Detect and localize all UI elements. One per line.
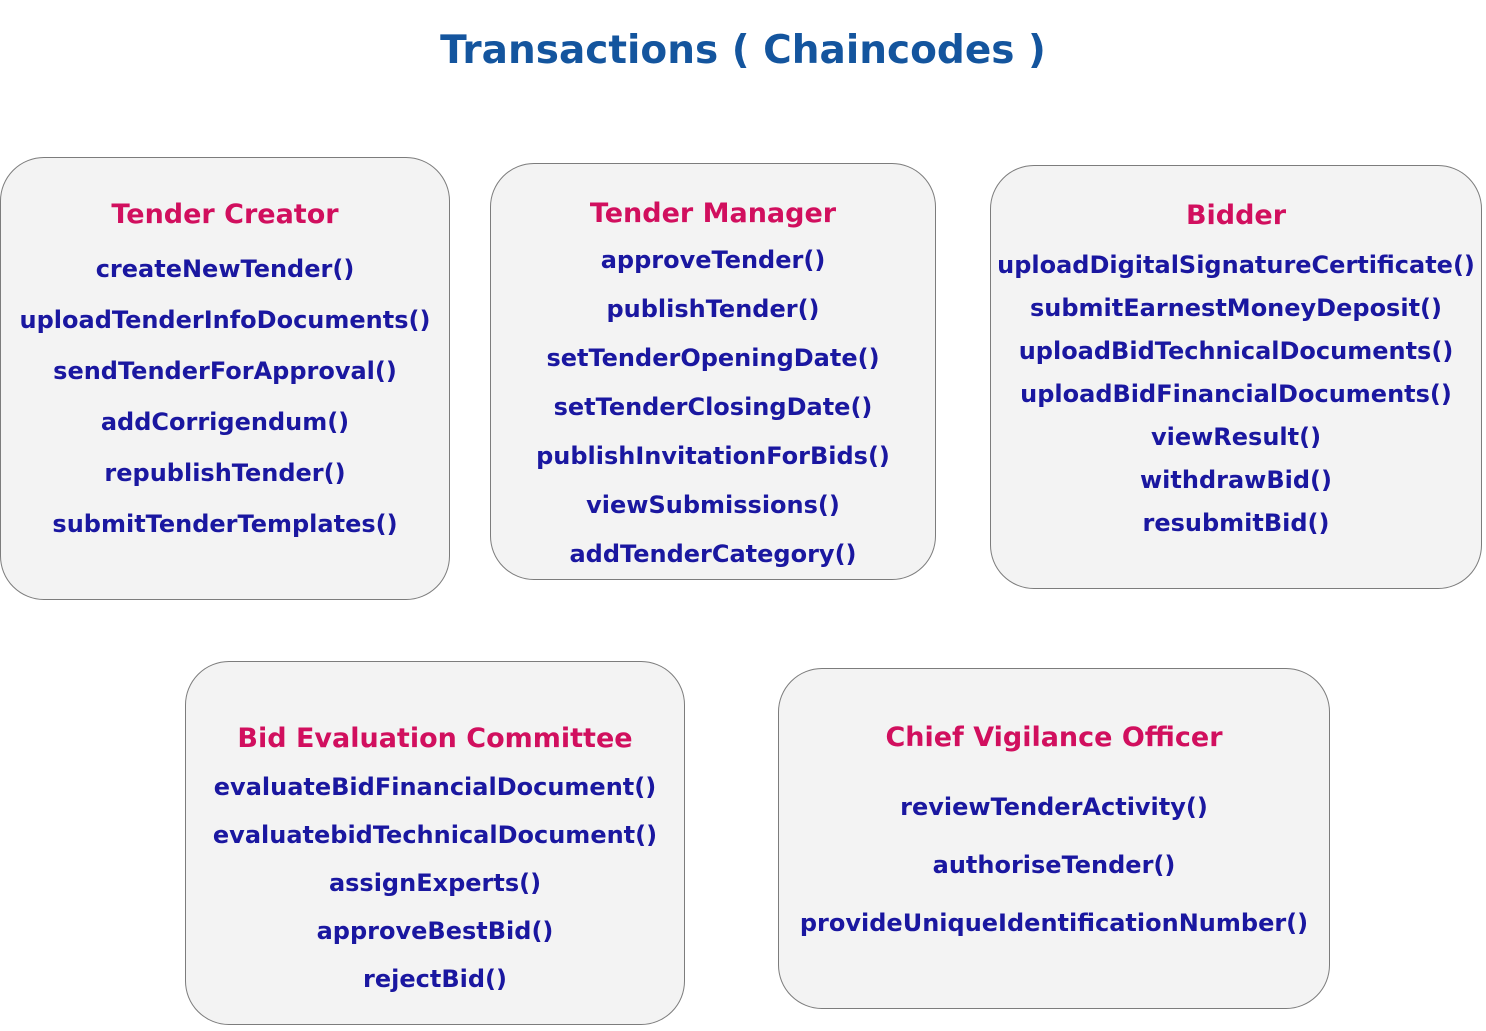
card-heading-tender-creator: Tender Creator [111, 199, 339, 230]
method-item: evaluateBidFinancialDocument() [213, 772, 657, 801]
method-item: submitTenderTemplates() [52, 509, 398, 538]
method-item: authoriseTender() [932, 850, 1176, 879]
method-item: submitEarnestMoneyDeposit() [1030, 293, 1442, 322]
method-list-chief-vigilance-officer: reviewTenderActivity() authoriseTender()… [779, 795, 1329, 969]
method-item: uploadTenderInfoDocuments() [19, 305, 431, 334]
method-item: publishTender() [606, 294, 820, 323]
method-item: provideUniqueIdentificationNumber() [799, 908, 1309, 937]
method-item: addCorrigendum() [100, 407, 350, 436]
method-list-tender-creator: createNewTender() uploadTenderInfoDocume… [1, 257, 449, 563]
method-item: createNewTender() [95, 254, 355, 283]
method-item: uploadDigitalSignatureCertificate() [997, 250, 1475, 279]
card-heading-chief-vigilance-officer: Chief Vigilance Officer [885, 722, 1223, 753]
method-item: publishInvitationForBids() [536, 441, 890, 470]
method-item: assignExperts() [328, 868, 542, 897]
role-card-tender-creator: Tender Creator createNewTender() uploadT… [0, 157, 450, 600]
method-item: viewSubmissions() [586, 490, 840, 519]
method-item: resubmitBid() [1142, 508, 1330, 537]
method-item: approveTender() [600, 245, 826, 274]
role-card-bid-evaluation-committee: Bid Evaluation Committee evaluateBidFina… [185, 661, 685, 1025]
method-list-bid-evaluation-committee: evaluateBidFinancialDocument() evaluateb… [186, 775, 684, 1015]
role-card-chief-vigilance-officer: Chief Vigilance Officer reviewTenderActi… [778, 668, 1330, 1009]
method-item: republishTender() [104, 458, 346, 487]
role-card-tender-manager: Tender Manager approveTender() publishTe… [490, 163, 936, 580]
method-item: uploadBidFinancialDocuments() [1020, 379, 1452, 408]
method-item: setTenderOpeningDate() [546, 343, 880, 372]
method-item: reviewTenderActivity() [900, 792, 1208, 821]
card-heading-bidder: Bidder [1185, 200, 1287, 231]
method-item: uploadBidTechnicalDocuments() [1018, 336, 1454, 365]
method-list-tender-manager: approveTender() publishTender() setTende… [491, 248, 935, 591]
method-item: rejectBid() [363, 964, 507, 993]
role-card-bidder: Bidder uploadDigitalSignatureCertificate… [990, 165, 1482, 589]
page-title: Transactions ( Chaincodes ) [440, 28, 1046, 73]
method-list-bidder: uploadDigitalSignatureCertificate() subm… [991, 253, 1481, 554]
method-item: evaluatebidTechnicalDocument() [212, 820, 658, 849]
method-item: approveBestBid() [316, 916, 554, 945]
method-item: sendTenderForApproval() [53, 356, 397, 385]
method-item: withdrawBid() [1140, 465, 1332, 494]
card-heading-bid-evaluation-committee: Bid Evaluation Committee [237, 723, 633, 754]
method-item: setTenderClosingDate() [553, 392, 873, 421]
card-heading-tender-manager: Tender Manager [589, 198, 837, 229]
method-item: addTenderCategory() [569, 539, 857, 568]
method-item: viewResult() [1150, 422, 1322, 451]
